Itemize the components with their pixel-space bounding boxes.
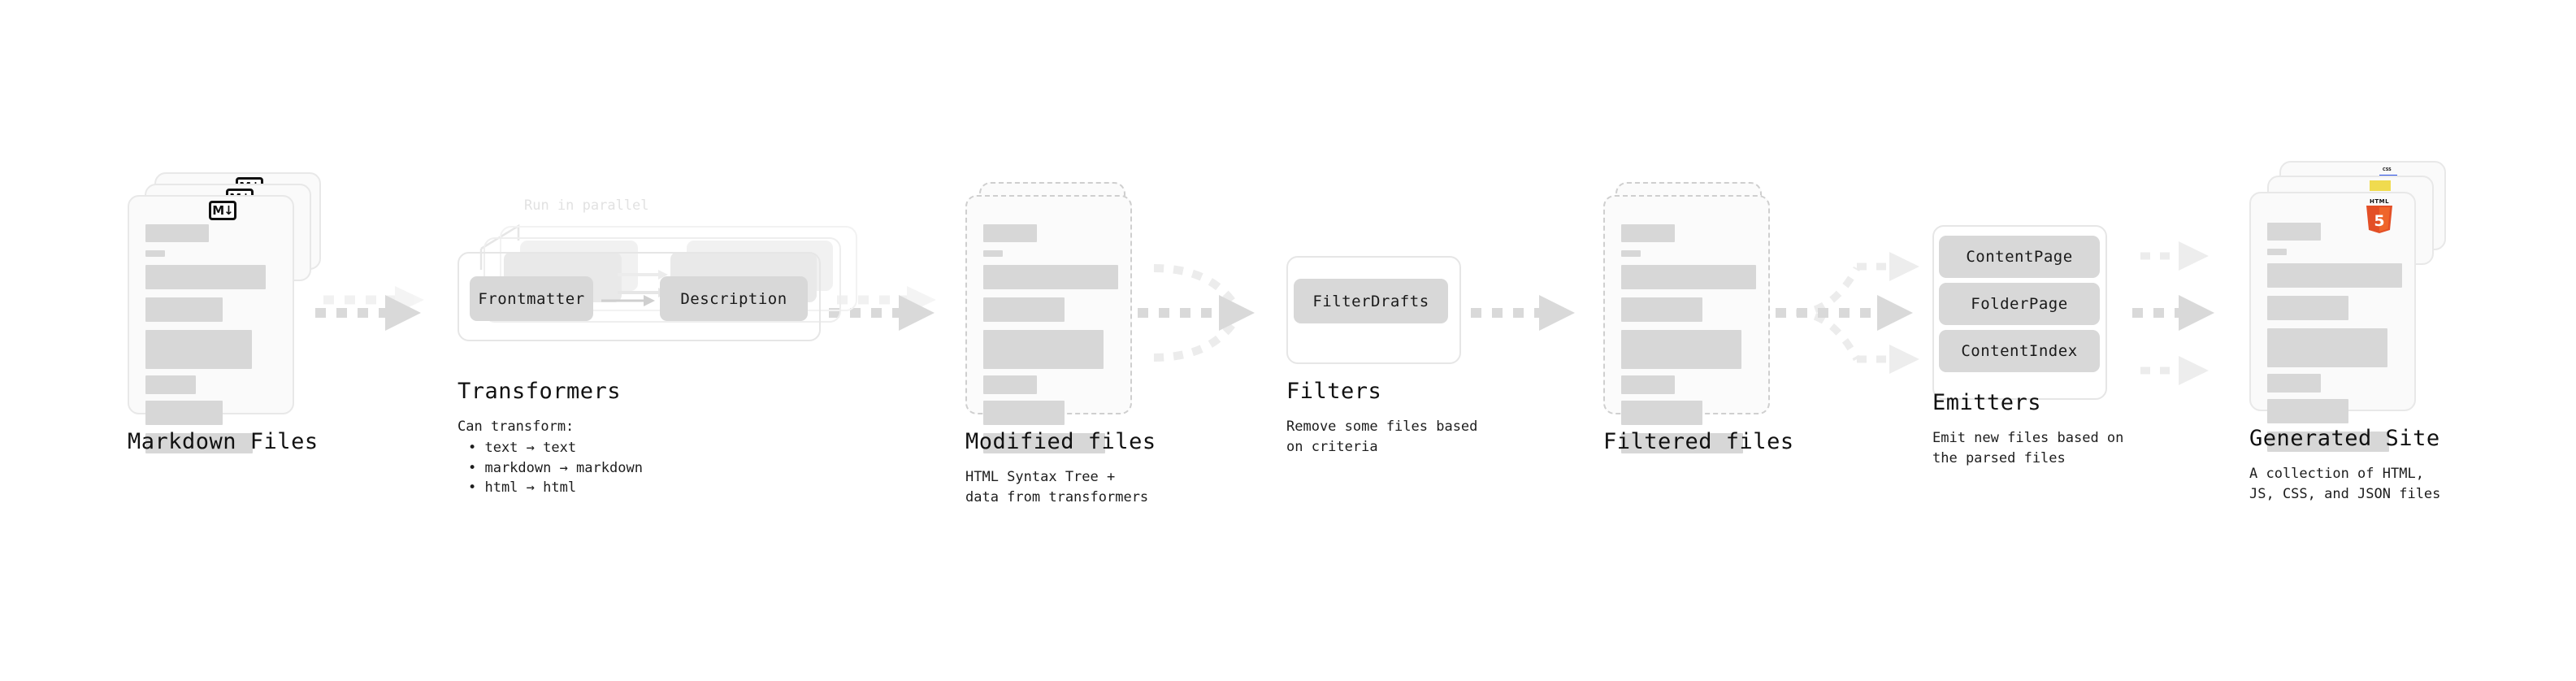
- stage-title-filters: Filters: [1286, 379, 1382, 404]
- markdown-logo-arrow: ↓: [223, 202, 234, 218]
- skeleton-line: [145, 265, 266, 289]
- skeleton-line: [145, 433, 253, 453]
- skeleton-line: [1621, 297, 1702, 322]
- filters-group-card[interactable]: [1286, 256, 1461, 364]
- transformer-node-description[interactable]: Description: [660, 276, 808, 321]
- skeleton-line: [983, 375, 1037, 394]
- skeleton-line: [983, 250, 1003, 257]
- run-in-parallel-label: Run in parallel: [524, 197, 649, 214]
- skeleton-line: [145, 401, 223, 425]
- emitter-node-contentpage[interactable]: ContentPage: [1939, 236, 2100, 278]
- skeleton-line: [983, 224, 1037, 242]
- skeleton-line: [145, 297, 223, 322]
- skeleton-line: [1621, 250, 1641, 257]
- skeleton-line: [2267, 399, 2348, 423]
- skeleton-line: [145, 250, 165, 257]
- js-logo-badge: [2370, 180, 2391, 191]
- skeleton-line: [1621, 330, 1741, 369]
- stage-title-emitters: Emitters: [1932, 390, 2042, 415]
- filters-subtitle: Remove some files based on criteria: [1286, 419, 1478, 455]
- transformers-bullet: • html → html: [468, 479, 577, 497]
- skeleton-line: [983, 401, 1065, 425]
- skeleton-line: [2267, 432, 2389, 452]
- skeleton-line: [145, 330, 252, 369]
- markdown-logo: M↓: [209, 201, 236, 220]
- skeleton-line: [2267, 374, 2321, 393]
- skeleton-line: [145, 375, 196, 394]
- transformer-node-frontmatter[interactable]: Frontmatter: [470, 276, 593, 321]
- transformers-bullet-list: • text → text • markdown → markdown • ht…: [468, 438, 643, 498]
- emitters-subtitle: Emit new files based on the parsed files: [1932, 430, 2124, 466]
- modified-file-card-front[interactable]: [965, 195, 1132, 453]
- skeleton-line: [1621, 401, 1702, 425]
- html5-logo-label: HTML: [2369, 198, 2390, 205]
- skeleton-line: [1621, 375, 1675, 394]
- transformers-subtitle: Can transform:: [458, 419, 575, 435]
- markdown-file-card-front[interactable]: [128, 195, 294, 453]
- emitter-node-contentindex[interactable]: ContentIndex: [1939, 330, 2100, 372]
- emitters-group-card[interactable]: [1932, 225, 2107, 400]
- skeleton-line: [983, 433, 1105, 453]
- skeleton-line: [1621, 265, 1756, 289]
- skeleton-line: [983, 265, 1118, 289]
- emitter-node-folderpage[interactable]: FolderPage: [1939, 283, 2100, 325]
- stage-title-filtered-files: Filtered files: [1603, 429, 1794, 454]
- stage-title-transformers: Transformers: [458, 379, 622, 404]
- skeleton-line: [2267, 296, 2348, 320]
- stage-title-generated-site: Generated Site: [2249, 426, 2440, 451]
- filtered-file-card-front[interactable]: [1603, 195, 1770, 453]
- generated-site-subtitle: A collection of HTML, JS, CSS, and JSON …: [2249, 466, 2441, 502]
- svg-text:5: 5: [2374, 212, 2384, 230]
- skeleton-line: [983, 297, 1065, 322]
- markdown-logo-letter: M: [212, 202, 224, 218]
- html5-shield-icon: 5: [2366, 206, 2392, 233]
- skeleton-line: [2267, 328, 2387, 367]
- stage-title-markdown-files: Markdown Files: [128, 429, 319, 454]
- skeleton-line: [2267, 223, 2321, 241]
- skeleton-line: [2267, 249, 2287, 255]
- skeleton-line: [145, 224, 209, 242]
- skeleton-line: [1621, 224, 1675, 242]
- skeleton-line: [1621, 433, 1743, 453]
- transformers-bullet: • text → text: [468, 440, 577, 456]
- stage-title-modified-files: Modified files: [965, 429, 1156, 454]
- transformers-bullet: • markdown → markdown: [468, 459, 643, 476]
- skeleton-line: [983, 330, 1104, 369]
- skeleton-line: [2267, 263, 2402, 288]
- html5-logo: HTML 5: [2365, 198, 2394, 233]
- modified-files-subtitle: HTML Syntax Tree + data from transformer…: [965, 469, 1149, 505]
- css-logo-label: CSS: [2383, 167, 2392, 172]
- transformer-arrow-frontmatter-to-description: [601, 295, 655, 306]
- filter-node-filterdrafts[interactable]: FilterDrafts: [1294, 279, 1448, 323]
- transformer-pipeline-card-front[interactable]: [458, 252, 821, 341]
